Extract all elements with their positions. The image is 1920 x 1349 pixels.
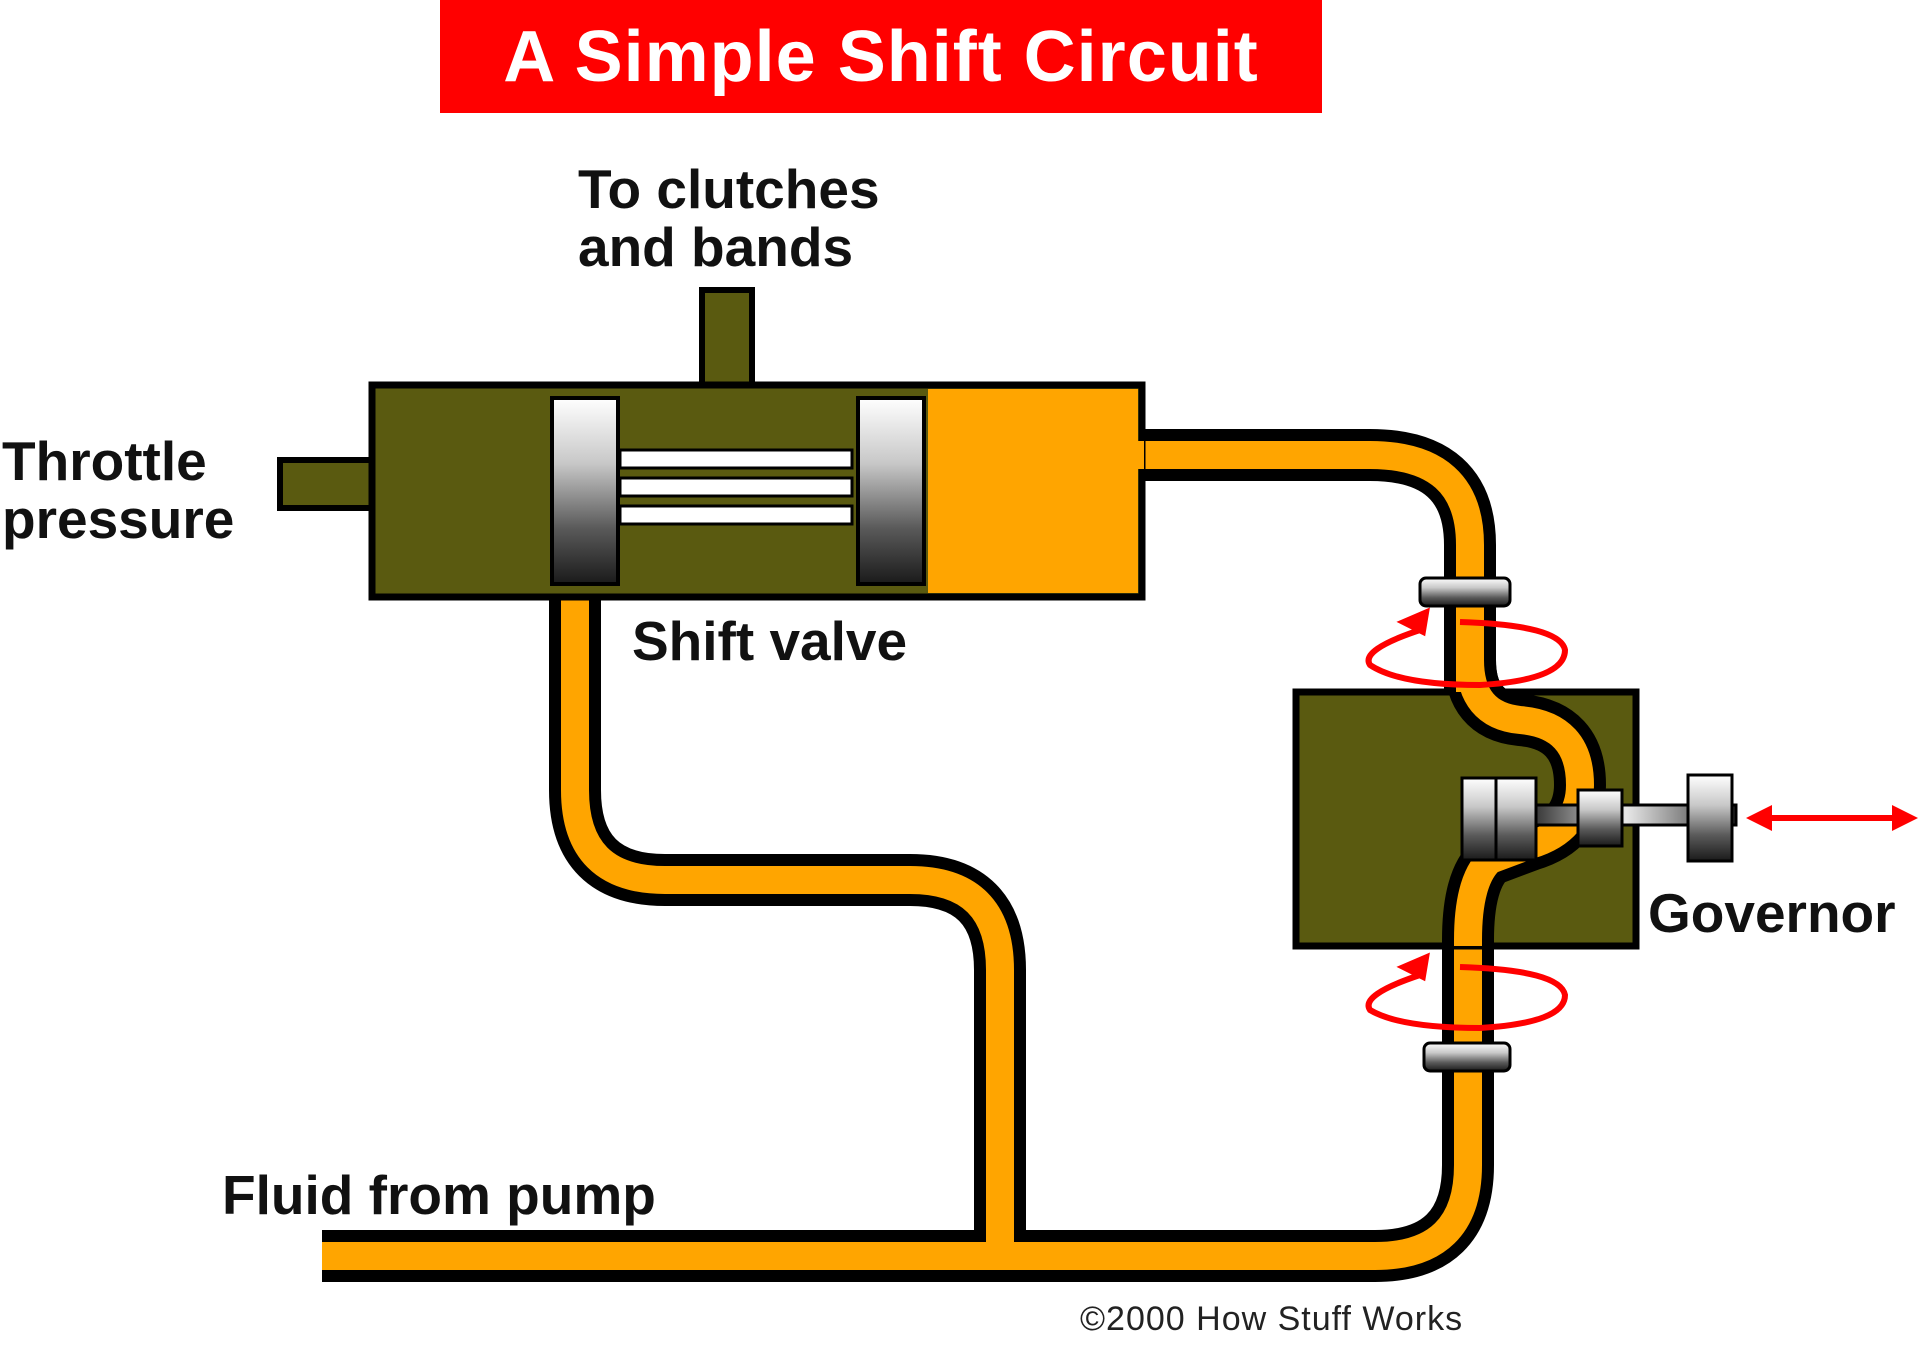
- double-arrow-icon: [1746, 805, 1918, 831]
- title-banner: A Simple Shift Circuit: [440, 0, 1322, 113]
- governor-weight: [1576, 788, 1624, 848]
- valve-stem: [618, 476, 854, 498]
- label-fluid-from-pump: Fluid from pump: [222, 1164, 656, 1226]
- clutch-outlet: [699, 287, 755, 393]
- throttle-inlet: [277, 457, 379, 511]
- pipe-fluid: [561, 585, 1014, 1256]
- outlet-joint: [706, 389, 748, 403]
- copyright-credit: ©2000 How Stuff Works: [1080, 1300, 1464, 1338]
- governor-weight: [1686, 773, 1734, 863]
- governor: [1292, 576, 1738, 1073]
- pipe-coupling: [1418, 576, 1512, 608]
- governor-pipe-fluid: [1454, 659, 1595, 946]
- valve-spool-right: [856, 396, 926, 586]
- label-shift-valve: Shift valve: [632, 610, 908, 672]
- governor-weight: [1494, 776, 1538, 862]
- label-throttle-pressure: Throttle pressure: [2, 430, 235, 550]
- label-governor: Governor: [1648, 882, 1896, 944]
- pipe-coupling: [1422, 1041, 1512, 1073]
- pipe-junction: [986, 1243, 1014, 1269]
- valve-fluid-chamber: [928, 389, 1138, 593]
- pipe-outline: [549, 585, 1026, 1256]
- label-to-clutches: To clutches and bands: [578, 158, 880, 278]
- valve-stem: [618, 448, 854, 470]
- shift-valve: [368, 381, 1146, 601]
- rotation-arrow-icon: [1365, 607, 1569, 689]
- valve-stem: [618, 504, 854, 526]
- rotation-arrow-icon: [1365, 952, 1569, 1032]
- valve-outlet-joint: [1128, 441, 1144, 469]
- diagram-title: A Simple Shift Circuit: [503, 16, 1259, 97]
- valve-spool-left: [550, 396, 620, 586]
